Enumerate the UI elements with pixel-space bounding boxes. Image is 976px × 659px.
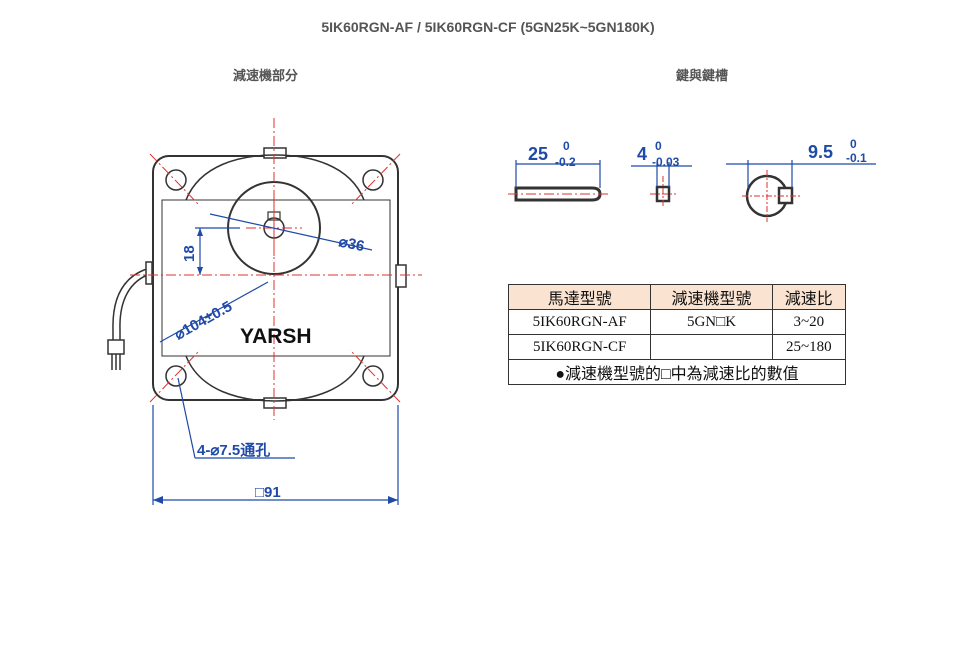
key-width-tol-upper: 0 — [655, 139, 662, 153]
table-cell: 5IK60RGN-CF — [507, 334, 652, 360]
table-cell: 3~20 — [771, 309, 847, 335]
table-cell: 5IK60RGN-AF — [507, 309, 652, 335]
header-motor-model: 馬達型號 — [507, 284, 652, 310]
mounting-holes — [165, 169, 384, 387]
brand-logo-text: YARSH — [240, 325, 312, 348]
diameter-36-label: ⌀36 — [337, 233, 366, 255]
table-note: ●減速機型號的□中為減速比的數值 — [508, 359, 846, 385]
key-length-tol-upper: 0 — [563, 139, 570, 153]
key-drawings: 25 0 -0.2 4 0 -0.03 9.5 0 — [508, 137, 876, 222]
keyway-tol-upper: 0 — [850, 137, 857, 151]
table-header-row: 馬達型號 減速機型號 減速比 — [507, 284, 847, 310]
dimension-arrows — [153, 228, 398, 504]
key-section-title: 鍵與鍵槽 — [676, 68, 729, 83]
keyway-view: 9.5 0 -0.1 — [726, 137, 876, 222]
pcd-104-label: ⌀104±0.5 — [172, 298, 235, 343]
key-length-value: 25 — [528, 144, 548, 164]
table-cell — [650, 334, 773, 360]
key-width-value: 4 — [637, 144, 647, 164]
header-gearhead-model: 減速機型號 — [650, 284, 773, 310]
key-width-tol-lower: -0.03 — [652, 155, 680, 169]
key-length-view: 25 0 -0.2 — [508, 139, 608, 202]
table-row: 5IK60RGN-CF 25~180 — [507, 334, 847, 360]
hole-callout-label: 4-⌀7.5通孔 — [197, 442, 270, 459]
table-note-row: ●減速機型號的□中為減速比的數值 — [508, 359, 846, 385]
square-91-label: □91 — [255, 484, 281, 501]
table-row: 5IK60RGN-AF 5GN□K 3~20 — [507, 309, 847, 335]
table-cell: 25~180 — [771, 334, 847, 360]
keyway-tol-lower: -0.1 — [846, 151, 867, 165]
header-ratio: 減速比 — [771, 284, 847, 310]
table-cell: 5GN□K — [650, 309, 773, 335]
gearhead-section-title: 減速機部分 — [233, 68, 299, 83]
model-table: 馬達型號 減速機型號 減速比 5IK60RGN-AF 5GN□K 3~20 5I… — [507, 284, 847, 385]
key-width-view: 4 0 -0.03 — [631, 139, 692, 208]
dimension-18-label: 18 — [181, 245, 198, 262]
key-length-tol-lower: -0.2 — [555, 155, 576, 169]
page-title: 5IK60RGN-AF / 5IK60RGN-CF (5GN25K~5GN180… — [321, 19, 655, 35]
keyway-value: 9.5 — [808, 142, 833, 162]
